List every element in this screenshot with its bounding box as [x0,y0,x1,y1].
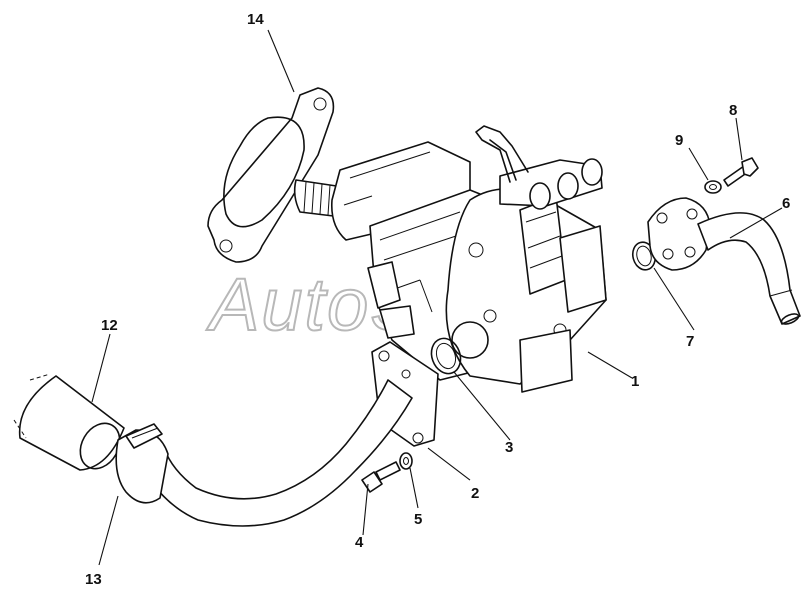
callout-4: 4 [355,534,364,551]
leader-lines [91,29,783,566]
suction-hose-part [13,373,125,471]
outlet-pipe-part [647,197,801,325]
callout-8: 8 [729,102,737,119]
callout-labels: 14 1 2 3 4 5 6 7 8 9 12 13 [85,11,790,588]
callout-14: 14 [247,11,264,28]
hose-clamp-part [115,423,169,504]
callout-13: 13 [85,571,102,588]
bolt-inlet-part [361,461,401,493]
bolt-outlet-part [723,157,759,187]
washer-outlet-part [704,180,722,194]
o-ring-inlet-part [430,337,462,375]
gasket-part [207,87,335,263]
washer-inlet-part [399,452,413,470]
callout-2: 2 [471,485,479,502]
callout-1: 1 [631,373,639,390]
inlet-pipe-part [141,341,439,527]
callout-12: 12 [101,317,118,334]
callout-6: 6 [782,195,790,212]
callout-9: 9 [675,132,683,149]
callout-7: 7 [686,333,694,350]
callout-3: 3 [505,439,513,456]
callout-5: 5 [414,511,422,528]
hydraulic-pump-part [293,125,607,393]
